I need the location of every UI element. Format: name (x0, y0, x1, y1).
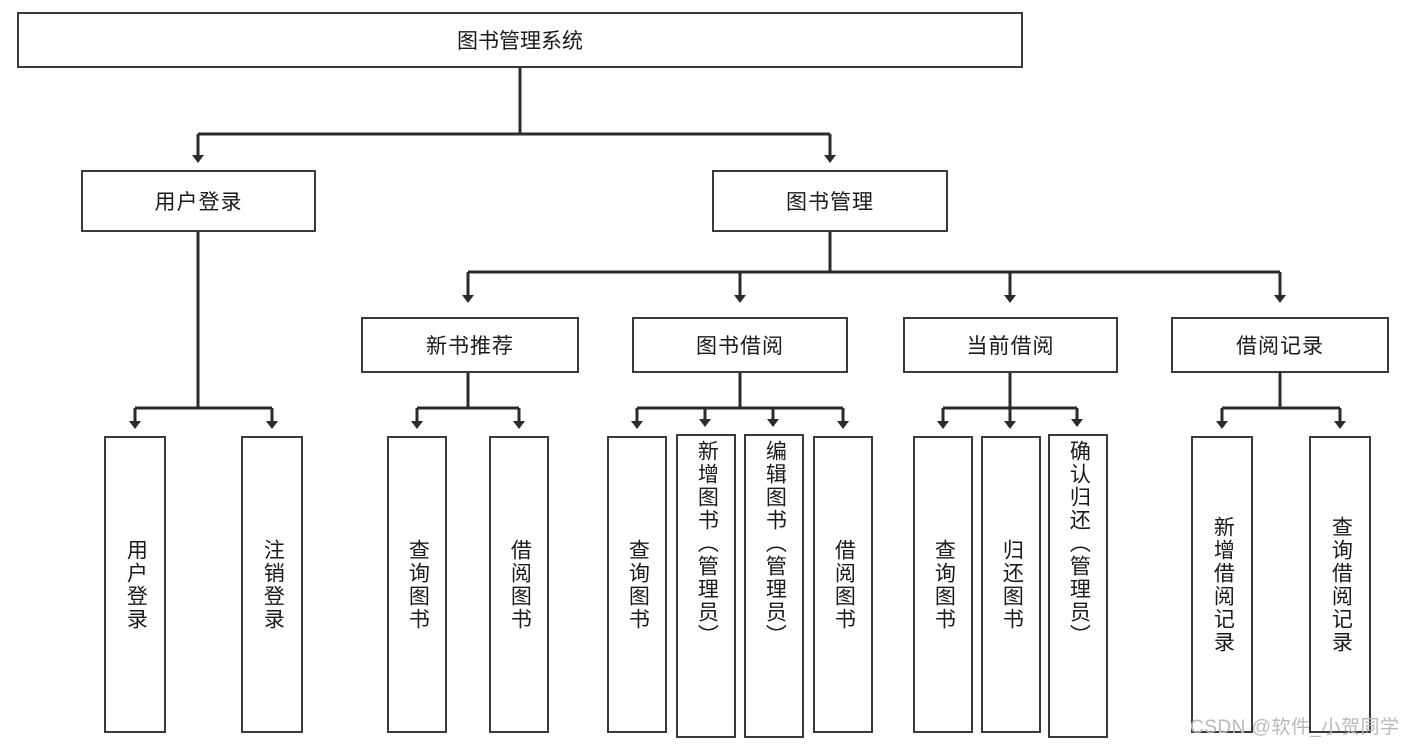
leaf-query-book-2-label: 查询图书 (626, 538, 650, 631)
leaf-user-login-label: 用户登录 (124, 538, 148, 631)
node-current-borrow-label: 当前借阅 (966, 335, 1055, 358)
node-book-borrow-label: 图书借阅 (696, 335, 784, 358)
node-borrow-record[interactable]: 借阅记录 (1171, 317, 1389, 373)
node-book-borrow[interactable]: 图书借阅 (632, 317, 848, 373)
leaf-borrow-book-2[interactable]: 借阅图书 (813, 436, 873, 733)
leaf-borrow-book-1-label: 借阅图书 (508, 538, 532, 631)
leaf-query-book-3-label: 查询图书 (932, 538, 956, 631)
node-root[interactable]: 图书管理系统 (17, 12, 1023, 68)
leaf-add-record-label: 新增借阅记录 (1211, 515, 1235, 654)
leaf-add-book-label: 新增图书（管理员） (695, 440, 719, 647)
leaf-query-record-label: 查询借阅记录 (1329, 515, 1353, 654)
node-new-book-rec-label: 新书推荐 (426, 335, 514, 358)
leaf-borrow-book-2-label: 借阅图书 (832, 538, 856, 631)
node-borrow-record-label: 借阅记录 (1236, 335, 1324, 358)
leaf-borrow-book-1[interactable]: 借阅图书 (489, 436, 549, 733)
node-book-admin-label: 图书管理 (786, 191, 874, 214)
leaf-query-record[interactable]: 查询借阅记录 (1309, 436, 1371, 733)
leaf-return-book-label: 归还图书 (1000, 538, 1024, 631)
leaf-add-book[interactable]: 新增图书（管理员） (676, 434, 736, 738)
leaf-edit-book[interactable]: 编辑图书（管理员） (744, 434, 804, 738)
leaf-logout[interactable]: 注销登录 (241, 436, 303, 733)
leaf-return-book[interactable]: 归还图书 (981, 436, 1041, 733)
node-user-login-label: 用户登录 (154, 191, 243, 214)
leaf-logout-label: 注销登录 (261, 538, 285, 631)
leaf-query-book-3[interactable]: 查询图书 (913, 436, 973, 733)
node-book-admin[interactable]: 图书管理 (712, 170, 948, 232)
leaf-user-login[interactable]: 用户登录 (104, 436, 166, 733)
leaf-query-book-2[interactable]: 查询图书 (607, 436, 667, 733)
leaf-query-book-1[interactable]: 查询图书 (387, 436, 447, 733)
leaf-confirm-return[interactable]: 确认归还（管理员） (1048, 434, 1108, 738)
leaf-add-record[interactable]: 新增借阅记录 (1191, 436, 1253, 733)
node-root-label: 图书管理系统 (457, 30, 583, 53)
node-current-borrow[interactable]: 当前借阅 (903, 317, 1118, 373)
leaf-query-book-1-label: 查询图书 (406, 538, 430, 631)
leaf-edit-book-label: 编辑图书（管理员） (763, 440, 787, 647)
leaf-confirm-return-label: 确认归还（管理员） (1067, 440, 1091, 647)
node-user-login[interactable]: 用户登录 (81, 170, 316, 232)
node-new-book-rec[interactable]: 新书推荐 (361, 317, 579, 373)
